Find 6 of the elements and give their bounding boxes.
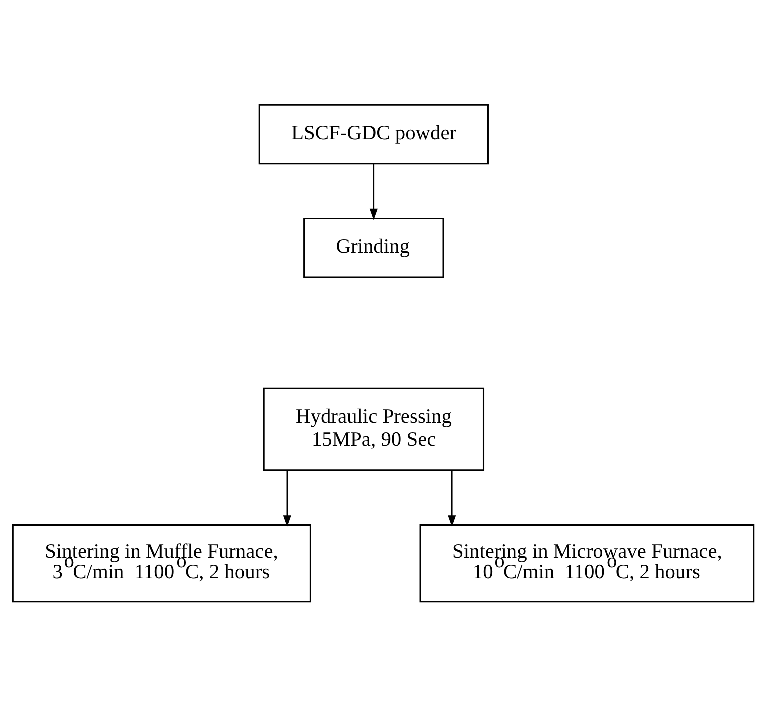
arrow bbox=[448, 470, 456, 527]
arrow bbox=[283, 470, 292, 527]
node-box: Hydraulic Pressing 15MPa, 90 Sec bbox=[263, 387, 485, 471]
node-box: LSCF-GDC powder bbox=[258, 104, 489, 164]
arrow bbox=[370, 164, 378, 220]
node-box: Grinding bbox=[304, 218, 444, 278]
